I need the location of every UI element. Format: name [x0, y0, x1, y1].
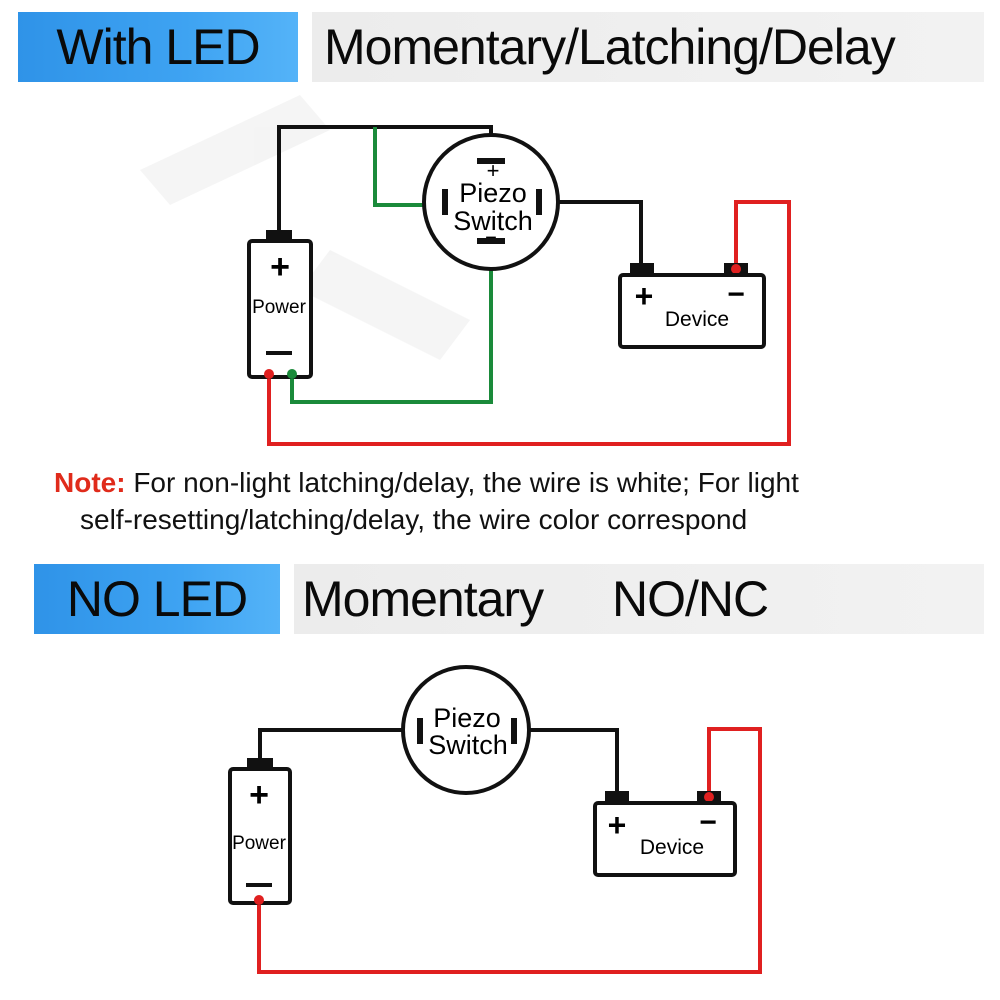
no-led-mode-label: Momentary [302, 571, 544, 627]
power-battery-top: + Power [247, 230, 313, 379]
with-led-modes-header: Momentary/Latching/Delay [312, 12, 984, 82]
watermark-logo [140, 95, 470, 360]
device-label-bottom: Device [640, 836, 704, 859]
switch-label-line1: Piezo [459, 178, 527, 208]
power-plus-label-bottom: + [249, 776, 269, 814]
device-minus-label-bottom: − [699, 806, 717, 839]
piezo-switch-noled: Piezo Switch [401, 665, 531, 795]
power-label-bottom: Power [232, 833, 287, 854]
switch-minus-label: − [485, 227, 497, 249]
piezo-switch-led: + Piezo Switch − [422, 133, 560, 271]
device-plus-label-bottom: + [608, 807, 627, 843]
switch-plus-label: + [487, 158, 500, 183]
no-led-contacts-label: NO/NC [612, 571, 769, 627]
device-plus-label: + [635, 278, 654, 314]
switch-label-line2: Switch [453, 206, 533, 236]
device-top: + − Device [618, 263, 766, 349]
power-battery-bottom: + Power [228, 758, 292, 905]
wire-color-note: Note: For non-light latching/delay, the … [54, 464, 984, 538]
switch-label-line2-bottom: Switch [428, 730, 508, 760]
note-line-1: For non-light latching/delay, the wire i… [133, 467, 799, 498]
device-bottom: + − Device [593, 791, 737, 877]
note-label: Note: [54, 467, 126, 498]
device-minus-label: − [727, 278, 745, 311]
red-wire-bottom [257, 727, 762, 974]
note-line-2: self-resetting/latching/delay, the wire … [80, 504, 748, 535]
black-wires-bottom [258, 728, 619, 793]
no-led-header: NO LED [34, 564, 280, 634]
power-label: Power [252, 297, 307, 318]
no-led-modes-header: Momentary NO/NC [294, 564, 984, 634]
device-label: Device [665, 308, 729, 331]
with-led-header: With LED [18, 12, 298, 82]
power-plus-label: + [270, 248, 290, 286]
with-led-circuit-diagram: + Piezo Switch − + Power + − Device [140, 95, 791, 446]
switch-label-line1-bottom: Piezo [433, 703, 501, 733]
red-wire [267, 200, 791, 446]
green-wires [290, 127, 493, 404]
